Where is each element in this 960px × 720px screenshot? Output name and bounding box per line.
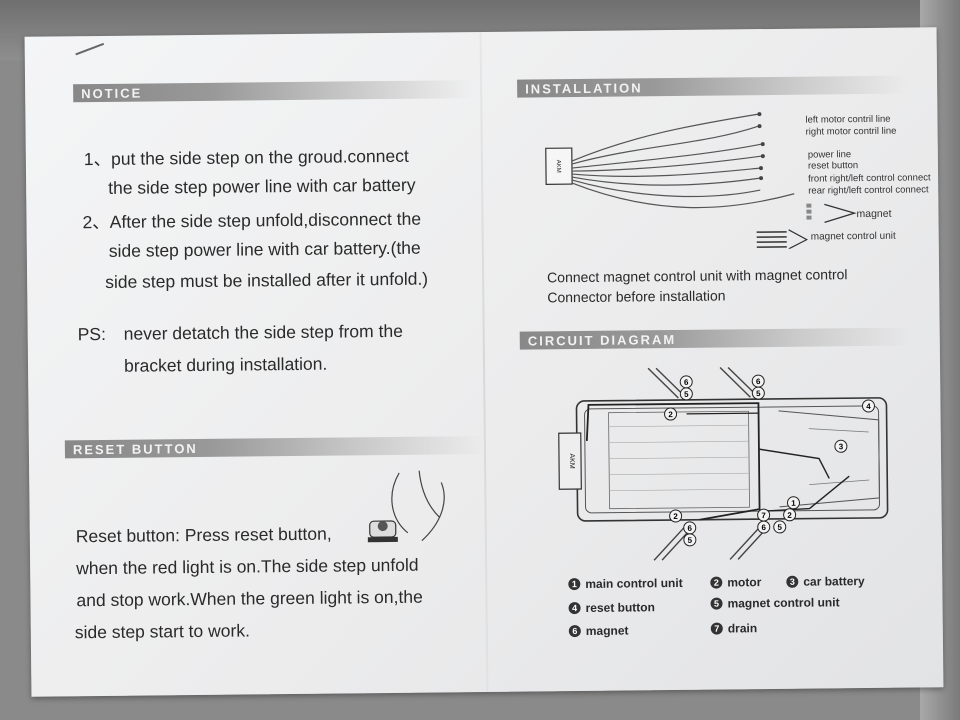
reset-line-2: when the red light is on.The side step u… — [76, 554, 419, 579]
notice-line-2: the side step power line with car batter… — [108, 174, 416, 198]
svg-text:5: 5 — [756, 389, 761, 398]
legend-label-6: magnet — [585, 623, 629, 638]
legend-label-2: motor — [727, 575, 762, 590]
svg-text:2: 2 — [787, 511, 792, 520]
reset-line-1: Reset button: Press reset button, — [75, 523, 332, 547]
legend-magnet-control-unit: 5 magnet control unit — [710, 595, 840, 611]
svg-text:3: 3 — [839, 442, 844, 451]
svg-text:6: 6 — [756, 377, 761, 386]
legend-motor: 2 motor — [710, 575, 761, 590]
notice-line-1: 1、put the side step on the groud.connect — [83, 145, 409, 170]
legend-main-control-unit: 1 main control unit — [568, 575, 683, 591]
ps-label: PS: — [77, 323, 107, 345]
svg-text:5: 5 — [688, 536, 693, 545]
legend-num-4: 4 — [568, 602, 581, 615]
wire-label-rear-control: rear right/left control connect — [808, 184, 929, 197]
legend-label-1: main control unit — [585, 575, 683, 591]
legend-num-7: 7 — [710, 622, 723, 635]
legend-num-1: 1 — [568, 578, 581, 591]
svg-text:7: 7 — [761, 511, 766, 520]
svg-text:2: 2 — [668, 410, 673, 419]
installation-header: INSTALLATION — [517, 75, 908, 98]
circuit-header: CIRCUIT DIAGRAM — [519, 327, 910, 350]
reset-header: RESET BUTTON — [64, 435, 485, 459]
finger-press-illustration — [367, 470, 445, 543]
reset-header-text: RESET BUTTON — [72, 440, 198, 457]
svg-text:AKM: AKM — [568, 453, 575, 468]
circuit-header-text: CIRCUIT DIAGRAM — [527, 331, 677, 349]
wire-label-magnet: magnet — [856, 207, 892, 221]
legend-num-5: 5 — [710, 597, 723, 610]
svg-text:6: 6 — [687, 524, 692, 533]
notice-line-3: 2、After the side step unfold,disconnect … — [82, 208, 422, 233]
wire-label-magnet-control-unit: magnet control unit — [810, 230, 896, 243]
legend-label-7: drain — [727, 621, 758, 636]
notice-line-4: side step power line with car battery.(t… — [108, 237, 421, 261]
legend-label-4: reset button — [585, 600, 655, 615]
svg-text:6: 6 — [684, 378, 689, 387]
legend-num-6: 6 — [568, 625, 581, 638]
legend-num-2: 2 — [710, 576, 723, 589]
legend-reset-button: 4 reset button — [568, 600, 655, 615]
wire-label-right-motor: right motor contril line — [805, 125, 897, 138]
svg-text:6: 6 — [761, 523, 766, 532]
svg-text:5: 5 — [684, 390, 689, 399]
svg-text:2: 2 — [673, 512, 678, 521]
reset-line-4: side step start to work. — [74, 620, 250, 643]
legend-car-battery: 3 car battery — [786, 574, 865, 589]
instruction-sheet: NOTICE 1、put the side step on the groud.… — [24, 27, 944, 697]
vehicle-circuit-diagram: AKM 6 5 2 6 5 4 3 2 6 — [558, 366, 889, 561]
notice-header-text: NOTICE — [81, 85, 143, 101]
paper-fold — [479, 32, 489, 692]
svg-text:AKM: AKM — [555, 160, 561, 173]
legend-magnet: 6 magnet — [568, 623, 629, 639]
wire-label-left-motor: left motor contril line — [805, 113, 891, 126]
legend-label-5: magnet control unit — [727, 595, 840, 611]
svg-text:1: 1 — [791, 499, 796, 508]
wire-label-front-control: front right/left control connect — [808, 172, 931, 185]
magnet-arrow-icon — [824, 203, 857, 224]
legend-drain: 7 drain — [710, 621, 758, 636]
wiring-harness-diagram: AKM — [545, 112, 812, 250]
installation-caption-2: Connector before installation — [547, 287, 726, 306]
installation-header-text: INSTALLATION — [525, 79, 643, 97]
legend-label-3: car battery — [803, 574, 865, 589]
wire-label-reset: reset button — [807, 160, 859, 172]
ps-line-1: never detatch the side step from the — [123, 320, 403, 344]
ps-line-2: bracket during installation. — [123, 353, 328, 376]
legend-num-3: 3 — [786, 575, 799, 588]
svg-text:4: 4 — [866, 402, 871, 411]
installation-caption-1: Connect magnet control unit with magnet … — [547, 266, 848, 286]
wire-label-power: power line — [807, 149, 852, 161]
notice-header: NOTICE — [73, 80, 474, 103]
pen-mark — [75, 42, 105, 56]
notice-line-5: side step must be installed after it unf… — [105, 268, 429, 292]
reset-line-3: and stop work.When the green light is on… — [76, 586, 423, 611]
svg-text:5: 5 — [777, 523, 782, 532]
